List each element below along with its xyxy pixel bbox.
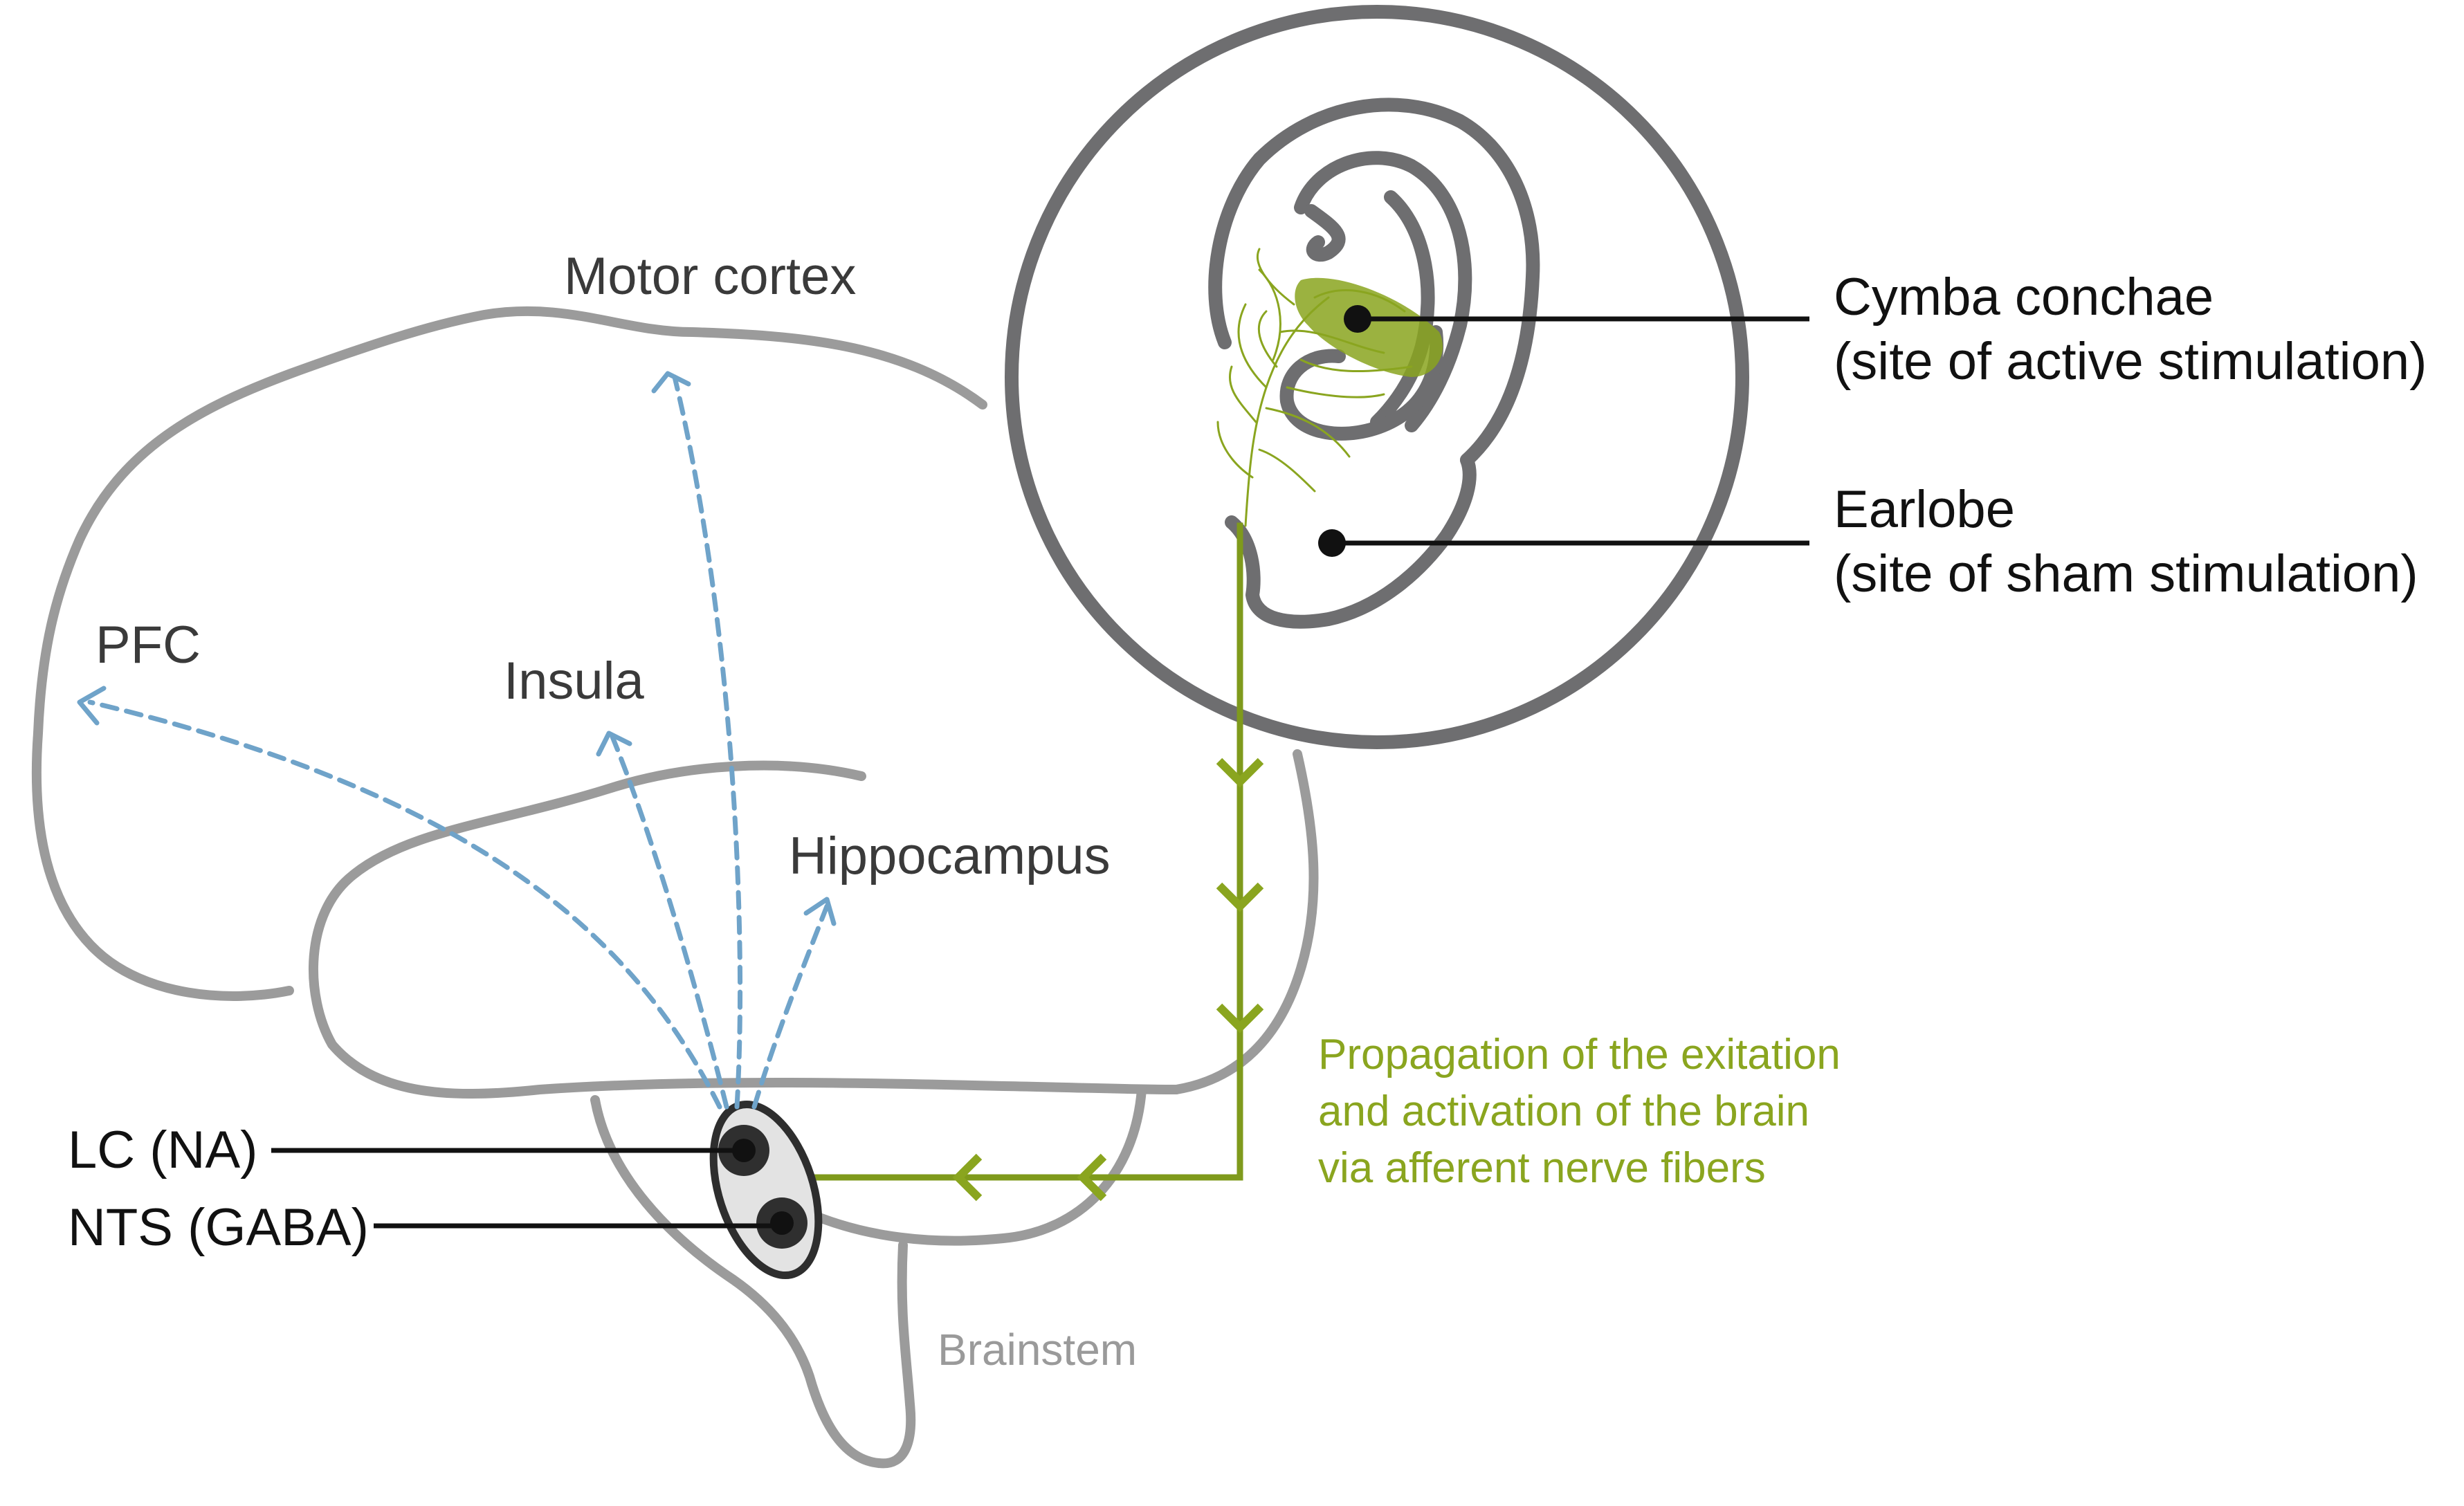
projection-to-hippocampus: [751, 903, 830, 1110]
ear-inset: [1005, 5, 1749, 749]
ear-lobe: [1225, 453, 1477, 629]
afferent-nerve-pathway: [810, 522, 1264, 1202]
ear-inset-circle: [1005, 5, 1749, 749]
projection-to-pfc: [87, 699, 722, 1110]
projection-to-motor-cortex: [672, 374, 743, 1110]
propagation-caption-line1: Propagation of the exitation: [1318, 1031, 1841, 1078]
nerve-chevron-down-3: [1216, 1003, 1264, 1034]
nuclei-capsule: [709, 1100, 823, 1280]
ear-antihelix: [1294, 151, 1472, 432]
hippocampus-label: Hippocampus: [789, 827, 1111, 885]
nerve-chevron-left-2: [952, 1153, 983, 1202]
earlobe-label: Earlobe: [1834, 480, 2015, 539]
motor-cortex-label: Motor cortex: [564, 247, 856, 306]
auricular-nerve-branches: [1216, 248, 1413, 527]
brainstem-label: Brainstem: [938, 1325, 1137, 1375]
propagation-caption-line2: and activation of the brain: [1318, 1087, 1809, 1135]
cymba-conchae-label: Cymba conchae: [1834, 268, 2214, 327]
cymba-conchae-region: [1295, 277, 1443, 377]
brainstem-outline: [590, 1095, 916, 1469]
nerve-chevron-down-2: [1216, 882, 1264, 912]
ear-helix: [1208, 98, 1540, 467]
cerebrum-outline: [31, 306, 1319, 1094]
propagation-caption-line3: via afferent nerve fibers: [1318, 1144, 1766, 1192]
noradrenergic-projections: [77, 371, 837, 1110]
ear-crus: [1304, 204, 1346, 262]
temporal-lobe-outline: [309, 760, 1181, 1099]
lc-label: LC (NA): [68, 1121, 257, 1179]
nerve-chevron-down-1: [1216, 757, 1264, 788]
brain-outline: [31, 306, 1319, 1469]
earlobe-sublabel: (site of sham stimulation): [1834, 544, 2418, 603]
insula-label: Insula: [504, 652, 645, 710]
pfc-label: PFC: [95, 616, 201, 674]
nts-label: NTS (GABA): [68, 1198, 369, 1257]
brainstem-nuclei: [709, 1100, 823, 1280]
ear-concha: [1279, 325, 1444, 441]
cymba-conchae-sublabel: (site of active stimulation): [1834, 332, 2427, 391]
nerve-chevron-left-1: [1077, 1153, 1107, 1202]
projection-to-insula: [610, 734, 729, 1110]
